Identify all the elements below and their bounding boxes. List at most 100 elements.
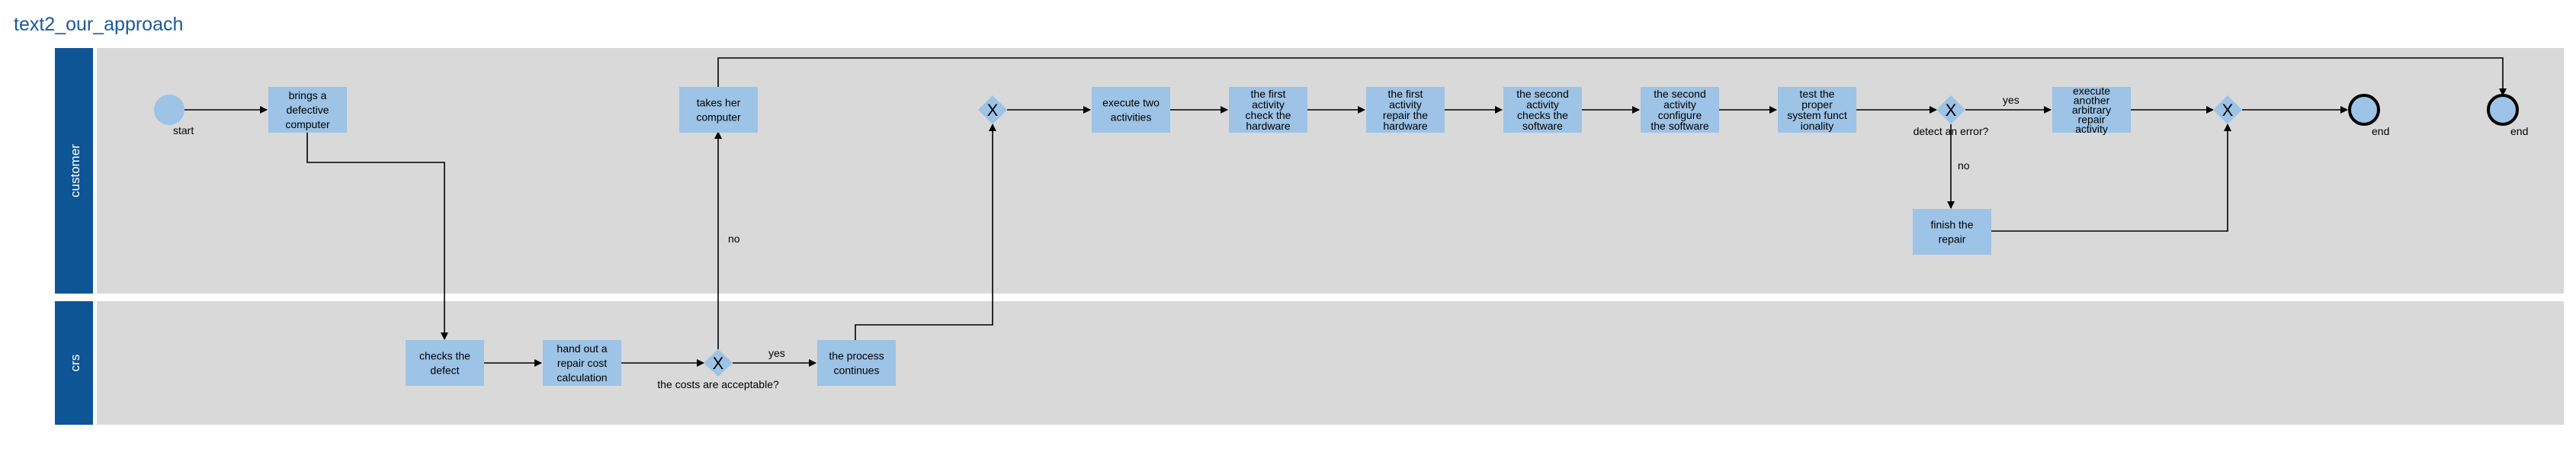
task-box	[1913, 209, 1991, 255]
end-event-1[interactable]: end	[2348, 94, 2389, 137]
end-event-2-label: end	[2510, 125, 2528, 137]
start-event-label: start	[173, 124, 194, 136]
task-label-line: hand out a	[557, 342, 607, 355]
end-event-1-label: end	[2372, 125, 2389, 137]
task-box	[543, 340, 621, 386]
task-label-line: activity	[2075, 123, 2108, 135]
flow-label-yes-error: yes	[2003, 94, 2019, 106]
task-label-line: configure	[1658, 109, 1702, 121]
task-t1[interactable]: brings a defective computer	[268, 87, 347, 133]
task-label-line: repair	[1939, 233, 1966, 245]
task-t3[interactable]: execute two activities	[1092, 87, 1170, 133]
flow-t13-to-g2	[855, 124, 996, 340]
gateway-costs-acceptable[interactable]: X the costs are acceptable?	[657, 349, 779, 390]
task-label-line: activity	[1252, 98, 1285, 111]
sequence-flows	[184, 57, 2507, 367]
flow-t1-to-t11	[306, 133, 448, 340]
task-label-line: checks the	[419, 349, 470, 361]
end-event-2[interactable]: end	[2487, 94, 2528, 137]
task-t10[interactable]: finish the repair	[1913, 209, 1991, 255]
task-label-line: continues	[834, 364, 880, 376]
task-label-line: software	[1522, 120, 1563, 132]
task-label-line: another	[2074, 94, 2110, 106]
task-label-line: system funct	[1787, 109, 1847, 121]
task-label-line: repair the	[1383, 109, 1428, 121]
lane-body-customer	[97, 48, 2564, 294]
task-label-line: execute two	[1102, 96, 1160, 108]
task-box	[1778, 87, 1856, 133]
task-t11[interactable]: checks the defect	[406, 340, 484, 386]
gateway-error-label: detect an error?	[1914, 125, 1989, 137]
task-label-line: defect	[430, 364, 459, 376]
task-label-line: execute	[2073, 85, 2110, 97]
task-box	[679, 87, 758, 133]
task-box	[1092, 87, 1170, 133]
task-label-line: checks the	[1517, 109, 1568, 121]
task-label-line: arbitrary	[2072, 104, 2111, 116]
gateway-merge-2[interactable]: X	[2213, 95, 2242, 124]
flow-t10-to-g4	[1991, 124, 2231, 232]
flow-t2-to-end2	[717, 57, 2507, 96]
task-label-line: proper	[1801, 98, 1833, 111]
gateway-merge-1[interactable]: X	[978, 95, 1007, 124]
task-box	[406, 340, 484, 386]
task-label-line: the first	[1388, 88, 1423, 100]
task-label-line: takes her	[697, 96, 741, 108]
task-label-line: finish the	[1930, 218, 1973, 230]
flow-label-no-error: no	[1958, 159, 1970, 172]
gateway-x-mark: X	[2222, 101, 2234, 120]
lane-header-customer	[55, 48, 93, 294]
task-label-line: hardware	[1383, 120, 1428, 132]
task-label-line: activity	[1389, 98, 1422, 111]
task-t2[interactable]: takes her computer	[679, 87, 758, 133]
task-label-line: activity	[1663, 98, 1696, 111]
lane-label-customer: customer	[68, 144, 82, 197]
flow-label-no-costs: no	[728, 233, 740, 245]
task-label-line: computer	[285, 118, 330, 130]
task-label-line: activities	[1111, 111, 1152, 123]
task-label-line: ionality	[1801, 120, 1834, 132]
task-label-line: computer	[696, 111, 741, 123]
task-label-line: activity	[1526, 98, 1559, 111]
task-box	[1503, 87, 1582, 133]
lane-customer: customer	[55, 48, 2564, 294]
gateway-x-mark: X	[987, 101, 999, 120]
gateway-detect-error[interactable]: X detect an error?	[1914, 95, 1989, 137]
task-box	[1641, 87, 1719, 133]
task-t12[interactable]: hand out a repair cost calculation	[543, 340, 621, 386]
task-box	[2052, 87, 2131, 133]
gateway-x-mark: X	[1946, 101, 1957, 120]
task-label-line: the second	[1654, 88, 1706, 100]
lane-header-crs	[55, 301, 93, 425]
start-event[interactable]: start	[154, 95, 194, 136]
gateway-costs-label: the costs are acceptable?	[657, 378, 779, 390]
task-label-line: the first	[1251, 88, 1286, 100]
task-box	[1229, 87, 1307, 133]
task-t13[interactable]: the process continues	[817, 340, 896, 386]
task-label-line: repair cost	[557, 357, 607, 369]
diagram-title: text2_our_approach	[14, 14, 184, 35]
task-label-line: brings a	[289, 89, 327, 101]
task-label-line: defective	[286, 104, 329, 116]
task-box	[1366, 87, 1445, 133]
task-label-line: the second	[1516, 88, 1569, 100]
flow-label-yes-costs: yes	[768, 347, 785, 359]
task-label-line: the process	[829, 349, 884, 361]
task-box	[817, 340, 896, 386]
task-label-line: repair	[2078, 113, 2106, 125]
task-label-line: calculation	[557, 371, 607, 384]
tasks: brings a defective computer takes her comput…	[268, 85, 2131, 386]
gateway-x-mark: X	[713, 354, 724, 373]
task-label-line: hardware	[1246, 120, 1291, 132]
task-label-line: test the	[1800, 88, 1835, 100]
task-box	[268, 87, 347, 133]
task-label-line: check the	[1246, 109, 1291, 121]
lane-label-crs: crs	[68, 355, 82, 372]
